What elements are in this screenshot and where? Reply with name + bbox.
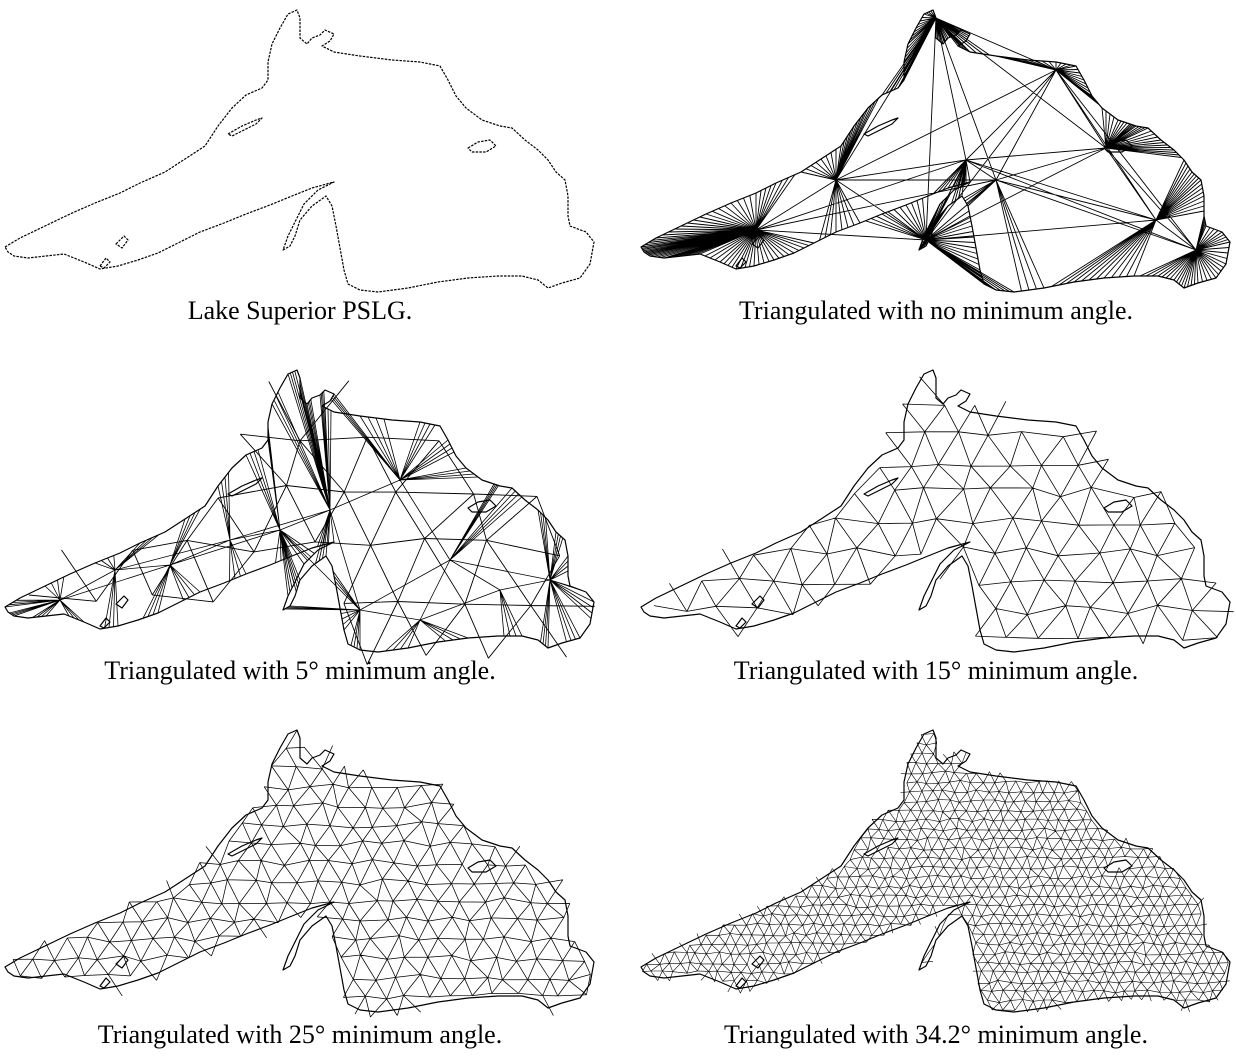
triangulation-5-degree	[0, 360, 600, 660]
caption-25-degree: Triangulated with 25° minimum angle.	[0, 1020, 600, 1050]
caption-15-degree: Triangulated with 15° minimum angle.	[636, 656, 1236, 686]
triangulation-34-2-degree	[636, 720, 1236, 1020]
island-outline	[736, 978, 746, 988]
caption-34-2-degree: Triangulated with 34.2° minimum angle.	[636, 1020, 1236, 1050]
island-outline	[100, 618, 110, 628]
mesh-edges	[654, 377, 1234, 644]
caption-5-degree: Triangulated with 5° minimum angle.	[0, 656, 600, 686]
lake-shoreline	[5, 730, 594, 1012]
caption-no-minimum-angle: Triangulated with no minimum angle.	[636, 296, 1236, 326]
island-outline	[116, 236, 128, 248]
lake-superior-outline	[0, 0, 600, 300]
island-outline	[100, 258, 110, 268]
island-outline	[864, 838, 898, 856]
panel-25-degree: Triangulated with 25° minimum angle.	[0, 720, 600, 1060]
mesh-edges	[642, 734, 1230, 1013]
panel-34-2-degree: Triangulated with 34.2° minimum angle.	[636, 720, 1236, 1060]
panel-no-minimum-angle: Triangulated with no minimum angle.	[636, 0, 1236, 340]
island-outline	[228, 118, 262, 136]
triangulation-15-degree	[636, 360, 1236, 660]
triangulation-no-minimum-angle	[636, 0, 1236, 300]
panel-pslg: Lake Superior PSLG.	[0, 0, 600, 340]
island-outline	[116, 956, 128, 968]
mesh-edges	[13, 730, 590, 1017]
panel-5-degree: Triangulated with 5° minimum angle.	[0, 360, 600, 700]
caption-pslg: Lake Superior PSLG.	[0, 296, 600, 326]
island-outline	[116, 596, 128, 608]
panel-15-degree: Triangulated with 15° minimum angle.	[636, 360, 1236, 700]
fan-edges	[641, 10, 1230, 292]
lake-shoreline	[5, 10, 594, 292]
triangulation-25-degree	[0, 720, 600, 1020]
island-outline	[100, 978, 110, 988]
island-outline	[468, 140, 496, 152]
island-outline	[468, 860, 496, 872]
